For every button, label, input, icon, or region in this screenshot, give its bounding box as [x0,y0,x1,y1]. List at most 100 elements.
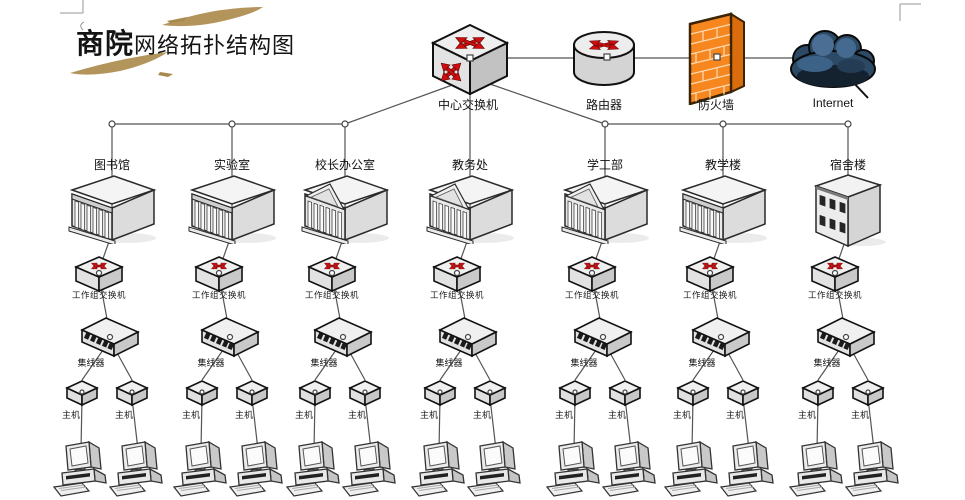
firewall-label: 防火墙 [697,98,734,112]
hub-label: 集线器 [570,358,598,368]
central-switch-label: 中心交换机 [437,98,498,112]
host-label: 主机 [347,410,366,420]
hub-icon[interactable] [438,316,498,358]
title-emphasis: 商院 [76,29,135,60]
host-label: 主机 [294,410,313,420]
internet-cloud-icon[interactable] [785,26,880,94]
workgroup-switch-icon[interactable] [430,255,484,293]
branch-dormitory: 宿舍楼 工作组交换机 集线器 主机 主机 [788,148,908,500]
host-icon[interactable] [347,379,383,407]
title-text: 网络拓扑结构图 [134,33,296,58]
hub-icon[interactable] [573,316,633,358]
workgroup-switch-label: 工作组交换机 [564,290,619,300]
host-icon[interactable] [297,379,333,407]
computer-icon[interactable] [664,439,720,499]
host-label: 主机 [114,410,133,420]
branch-academic-affairs: 教务处 工作组交换机 集线器 主机 主机 [410,148,530,500]
host-icon[interactable] [725,379,761,407]
central-switch-icon[interactable] [430,22,510,97]
host-icon[interactable] [800,379,836,407]
host-label: 主机 [472,410,491,420]
host-icon[interactable] [557,379,593,407]
computer-icon[interactable] [411,439,467,499]
building-icon[interactable] [422,174,517,244]
workgroup-switch-label: 工作组交换机 [304,290,359,300]
host-icon[interactable] [234,379,270,407]
building-icon[interactable] [184,174,279,244]
host-label: 主机 [797,410,816,420]
host-icon[interactable] [114,379,150,407]
host-label: 主机 [234,410,253,420]
host-icon[interactable] [850,379,886,407]
building-label: 校长办公室 [314,158,375,172]
building-icon[interactable] [64,174,159,244]
hub-label: 集线器 [688,358,716,368]
building-label: 教学楼 [704,158,741,172]
hub-icon[interactable] [80,316,140,358]
workgroup-switch-icon[interactable] [808,255,862,293]
workgroup-switch-icon[interactable] [72,255,126,293]
host-icon[interactable] [184,379,220,407]
workgroup-switch-label: 工作组交换机 [682,290,737,300]
host-label: 主机 [672,410,691,420]
hub-icon[interactable] [691,316,751,358]
computer-icon[interactable] [720,439,776,499]
firewall-icon[interactable] [688,10,748,105]
hub-label: 集线器 [310,358,338,368]
branch-laboratory: 实验室 工作组交换机 集线器 主机 主机 [172,148,292,500]
hub-label: 集线器 [435,358,463,368]
workgroup-switch-icon[interactable] [192,255,246,293]
workgroup-switch-icon[interactable] [565,255,619,293]
computer-icon[interactable] [342,439,398,499]
computer-icon[interactable] [546,439,602,499]
host-label: 主机 [607,410,626,420]
router-icon[interactable] [572,30,636,88]
computer-icon[interactable] [173,439,229,499]
workgroup-switch-icon[interactable] [683,255,737,293]
branch-teaching-building: 教学楼 工作组交换机 集线器 主机 主机 [663,148,783,500]
computer-icon[interactable] [286,439,342,499]
building-icon[interactable] [297,174,392,244]
workgroup-switch-label: 工作组交换机 [429,290,484,300]
branch-principal-office: 校长办公室 工作组交换机 集线器 主机 主机 [285,148,405,500]
computer-icon[interactable] [845,439,901,499]
host-label: 主机 [725,410,744,420]
workgroup-switch-label: 工作组交换机 [71,290,126,300]
hub-icon[interactable] [200,316,260,358]
building-label: 宿舍楼 [829,158,866,172]
computer-icon[interactable] [53,439,109,499]
hub-label: 集线器 [813,358,841,368]
workgroup-switch-icon[interactable] [305,255,359,293]
building-label: 图书馆 [93,158,130,172]
page-corner-marks [60,0,921,21]
page-title: 商院网络拓扑结构图 [76,22,295,62]
host-label: 主机 [181,410,200,420]
computer-icon[interactable] [602,439,658,499]
host-icon[interactable] [675,379,711,407]
host-icon[interactable] [607,379,643,407]
host-icon[interactable] [472,379,508,407]
building-icon[interactable] [557,174,652,244]
branch-library: 图书馆 工作组交换机 集线器 主机 主机 [52,148,172,500]
building-icon[interactable] [675,174,770,244]
host-label: 主机 [850,410,869,420]
host-label: 主机 [554,410,573,420]
host-icon[interactable] [64,379,100,407]
host-label: 主机 [419,410,438,420]
computer-icon[interactable] [109,439,165,499]
router-label: 路由器 [585,98,622,112]
branch-student-affairs: 学工部 工作组交换机 集线器 主机 主机 [545,148,665,500]
host-icon[interactable] [422,379,458,407]
building-icon[interactable] [810,170,886,248]
hub-label: 集线器 [197,358,225,368]
internet-label: Internet [812,96,854,110]
building-label: 学工部 [586,158,623,172]
computer-icon[interactable] [229,439,285,499]
hub-icon[interactable] [313,316,373,358]
workgroup-switch-label: 工作组交换机 [807,290,862,300]
hub-icon[interactable] [816,316,876,358]
building-label: 教务处 [451,158,488,172]
computer-icon[interactable] [789,439,845,499]
computer-icon[interactable] [467,439,523,499]
